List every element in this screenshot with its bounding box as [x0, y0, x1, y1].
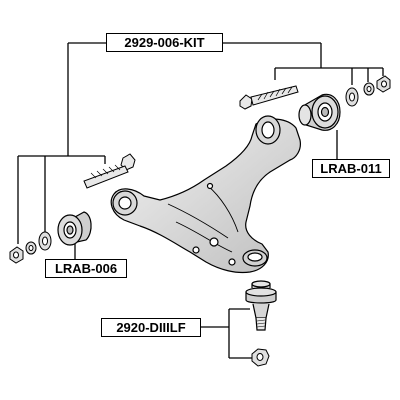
rear-washers — [345, 75, 391, 107]
rear-bushing-part-number-label[interactable]: LRAB-011 — [312, 159, 390, 178]
ball-joint-part — [245, 280, 277, 331]
front-washers — [9, 231, 52, 264]
rear-bushing-part — [298, 93, 341, 131]
rear-bolt — [239, 85, 299, 110]
front-bushing-part-number-label[interactable]: LRAB-006 — [45, 259, 127, 278]
front-bolt — [83, 153, 136, 189]
ball-joint-part-number-label[interactable]: 2920-DIIILF — [101, 318, 201, 337]
ball-joint-nut — [251, 348, 270, 367]
kit-part-number-label[interactable]: 2929-006-KIT — [106, 33, 223, 52]
kit-leader-lines — [17, 42, 384, 359]
control-arm — [110, 115, 301, 274]
front-bushing-part — [57, 211, 92, 246]
